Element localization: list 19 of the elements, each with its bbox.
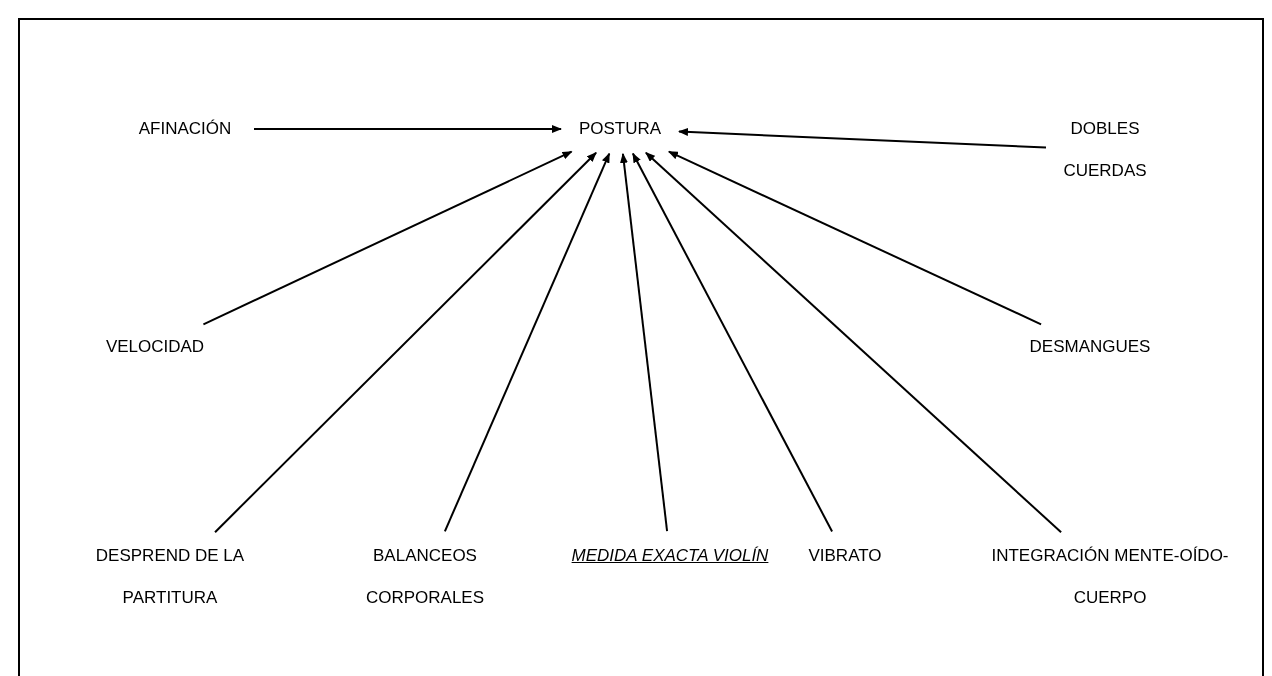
arrow [253, 125, 562, 133]
concept-label: VELOCIDAD [80, 326, 230, 368]
concept-label: VIBRATO [790, 535, 900, 577]
arrow [214, 151, 598, 534]
concept-label: POSTURA [565, 108, 675, 150]
arrow [443, 152, 611, 533]
arrow [620, 152, 669, 533]
concept-label: DOBLES CUERDAS [1050, 108, 1160, 192]
arrow [202, 150, 573, 326]
concept-label: DESMANGUES [1010, 326, 1170, 368]
concept-label: BALANCEOS CORPORALES [330, 535, 520, 619]
arrow [631, 152, 834, 533]
concept-label: AFINACIÓN [120, 108, 250, 150]
arrow [644, 151, 1063, 534]
concept-label: DESPREND DE LA PARTITURA [70, 535, 270, 619]
arrow [667, 150, 1043, 326]
concept-label: INTEGRACIÓN MENTE-OÍDO-CUERPO [960, 535, 1260, 619]
concept-label: MEDIDA EXACTA VIOLÍN [570, 535, 770, 577]
arrow [678, 127, 1047, 149]
